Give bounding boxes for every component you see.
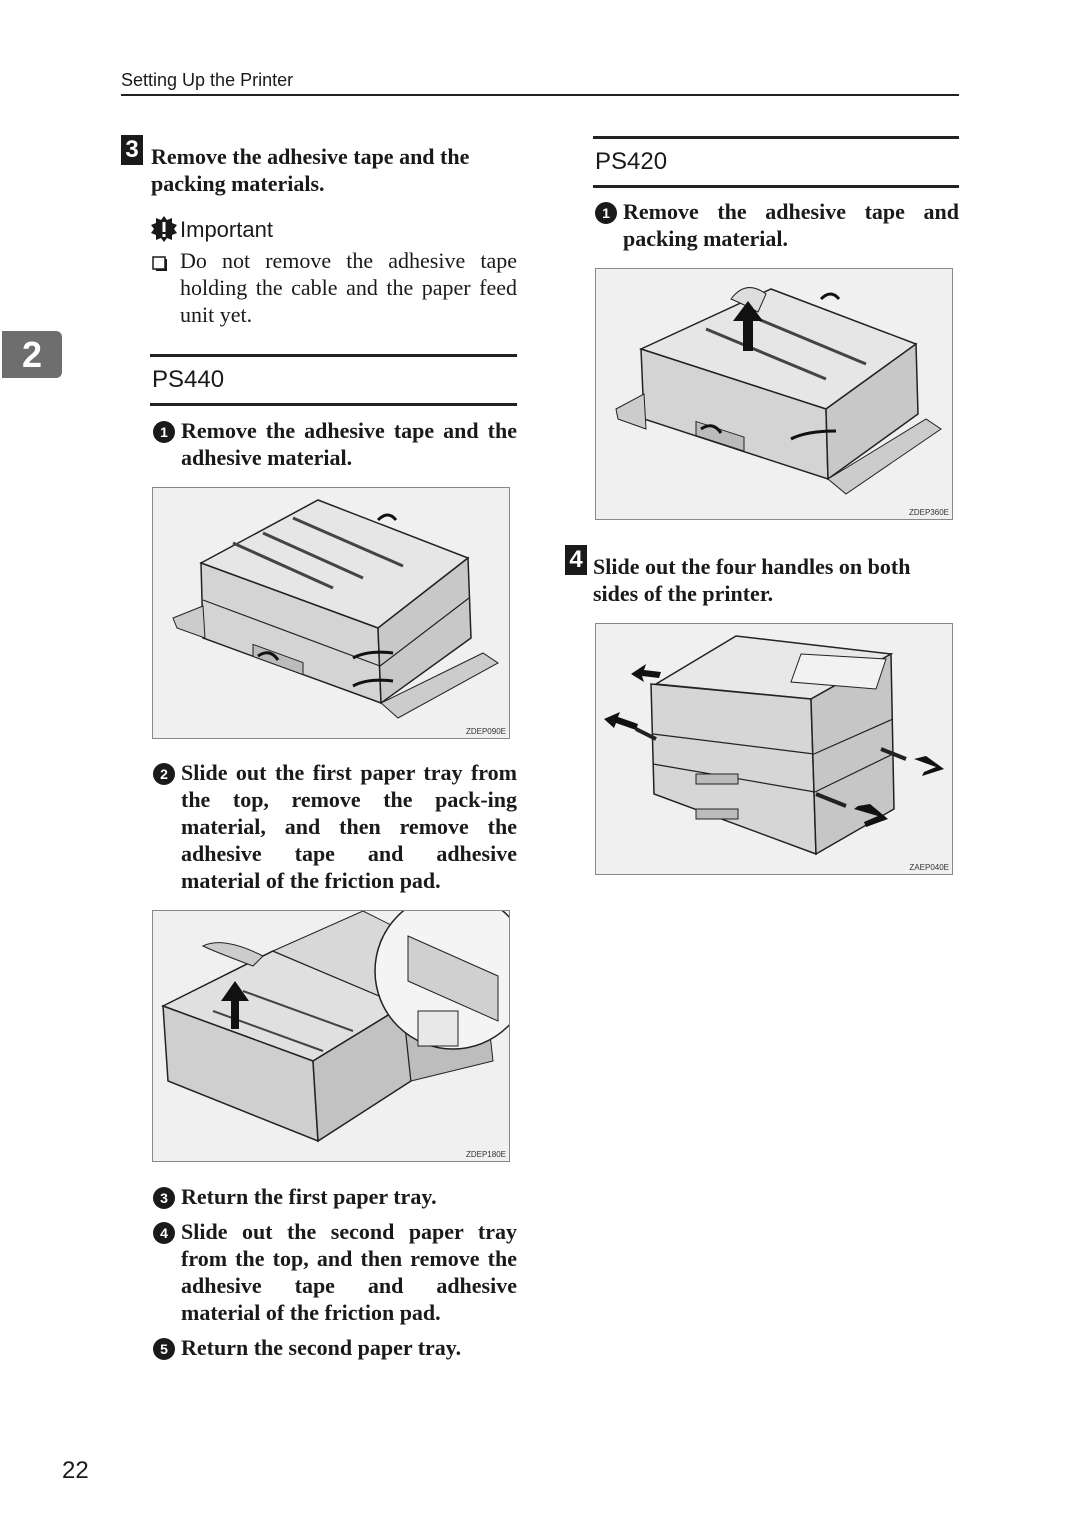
figure-ps420-tape-removal: ZDEP360E (595, 268, 953, 520)
ps420-top-rule (593, 136, 959, 139)
ps420-bottom-rule (593, 185, 959, 188)
ps440-sub3-number: 3 (153, 1187, 175, 1209)
ps420-sub1-number: 1 (595, 202, 617, 224)
ps440-sub4-number: 4 (153, 1222, 175, 1244)
step-number-4: 4 (565, 545, 587, 575)
figure-ps440-paper-tray: ZDEP180E (152, 910, 510, 1162)
ps440-top-rule (150, 354, 517, 357)
figure-code: ZDEP180E (465, 1150, 506, 1159)
ps440-bottom-rule (150, 403, 517, 406)
figure-ps440-tape-removal: ZDEP090E (152, 487, 510, 739)
header-rule (121, 94, 959, 96)
ps440-sub2-number: 2 (153, 763, 175, 785)
step-number-3: 3 (121, 135, 143, 165)
ps420-title: PS420 (595, 148, 668, 175)
ps420-sub1-text: Remove the adhesive tape and packing mat… (623, 199, 959, 251)
ps440-sub1-number: 1 (153, 421, 175, 443)
figure-code: ZDEP360E (908, 508, 949, 517)
figure-code: ZDEP090E (465, 727, 506, 736)
ps440-sub4-text: Slide out the second paper tray from the… (181, 1219, 517, 1325)
ps440-sub1-text: Remove the adhesive tape and the adhesiv… (181, 418, 517, 470)
ps440-sub2-text: Slide out the first paper tray from the … (181, 760, 517, 893)
figure-code: ZAEP040E (909, 863, 949, 872)
figure-handles-slide-out: ZAEP040E (595, 623, 953, 875)
note-checkbox-icon (152, 254, 170, 272)
step-4-title: Slide out the four handles on both sides… (593, 554, 911, 606)
ps440-sub5-number: 5 (153, 1338, 175, 1360)
step-3-title: Remove the adhesive tape and the packing… (151, 144, 470, 196)
ps440-sub3-text: Return the first paper tray. (181, 1184, 437, 1209)
ps440-sub5-text: Return the second paper tray. (181, 1335, 462, 1360)
important-label: Important (180, 217, 273, 242)
important-icon (150, 215, 178, 243)
running-head: Setting Up the Printer (121, 70, 294, 90)
chapter-tab: 2 (2, 331, 62, 378)
ps440-title: PS440 (152, 366, 225, 393)
important-note: Do not remove the adhesive tape holding … (180, 248, 517, 327)
page-number: 22 (62, 1457, 89, 1484)
